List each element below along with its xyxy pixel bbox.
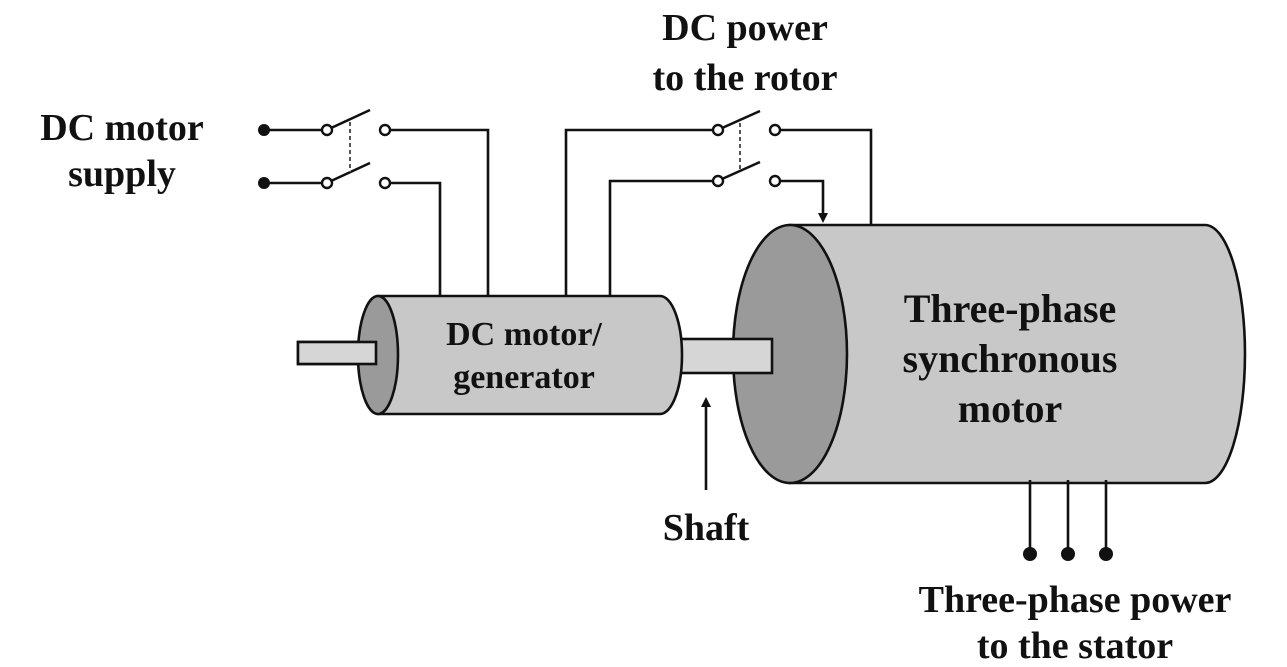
rotor-switch-bottom-pivot bbox=[711, 174, 725, 188]
shaft-label: Shaft bbox=[663, 507, 750, 549]
synchronous-motor bbox=[731, 223, 1247, 485]
rotor-switch-bottom-blade bbox=[721, 160, 761, 181]
dc-machine-label-line1: DC motor/ bbox=[446, 316, 602, 353]
stator-terminal-c bbox=[1099, 547, 1113, 561]
rotor-dc-circuit bbox=[564, 109, 873, 296]
supply-switch-bottom-pivot bbox=[320, 176, 334, 190]
supply-switch-top-contact bbox=[378, 123, 392, 137]
supply-lead-top bbox=[390, 128, 490, 296]
dc-machine-label-line2: generator bbox=[453, 359, 595, 396]
stator-terminal-a bbox=[1023, 547, 1037, 561]
dc-power-rotor-label-line1: DC power bbox=[662, 7, 828, 49]
rotor-lead-outer-left bbox=[564, 128, 713, 296]
dc-motor-generator bbox=[296, 294, 684, 416]
stator-three-phase-leads bbox=[1023, 480, 1113, 561]
rotor-lead-top bbox=[780, 128, 873, 225]
sync-motor-label-line2: synchronous bbox=[903, 336, 1118, 381]
rotor-switch-top-blade bbox=[721, 109, 761, 130]
three-phase-power-label-line1: Three-phase power bbox=[919, 579, 1232, 621]
supply-switch-top-blade bbox=[330, 108, 371, 130]
dc-machine-body bbox=[376, 294, 684, 416]
supply-switch-bottom-contact bbox=[378, 176, 392, 190]
rotor-lead-inner-left bbox=[608, 179, 713, 296]
rotor-switch-top-contact bbox=[768, 123, 782, 137]
rotor-lead-bottom-arrow bbox=[780, 179, 828, 223]
left-shaft-stub-front bbox=[296, 340, 378, 366]
dc-motor-supply-label-line1: DC motor bbox=[40, 107, 204, 149]
synchronous-motor-body bbox=[788, 223, 1247, 485]
supply-switch-top-pivot bbox=[320, 123, 334, 137]
sync-motor-label-line3: motor bbox=[958, 386, 1062, 431]
supply-lead-bottom bbox=[390, 181, 442, 296]
three-phase-power-label-line2: to the stator bbox=[977, 625, 1173, 667]
dc-power-rotor-label-line2: to the rotor bbox=[652, 57, 837, 99]
stator-terminal-b bbox=[1061, 547, 1075, 561]
dc-supply-circuit bbox=[258, 108, 490, 296]
sync-motor-label-line1: Three-phase bbox=[904, 286, 1117, 331]
dc-motor-supply-label-line2: supply bbox=[68, 153, 176, 195]
rotor-switch-top-pivot bbox=[711, 123, 725, 137]
rotor-switch-bottom-contact bbox=[768, 174, 782, 188]
